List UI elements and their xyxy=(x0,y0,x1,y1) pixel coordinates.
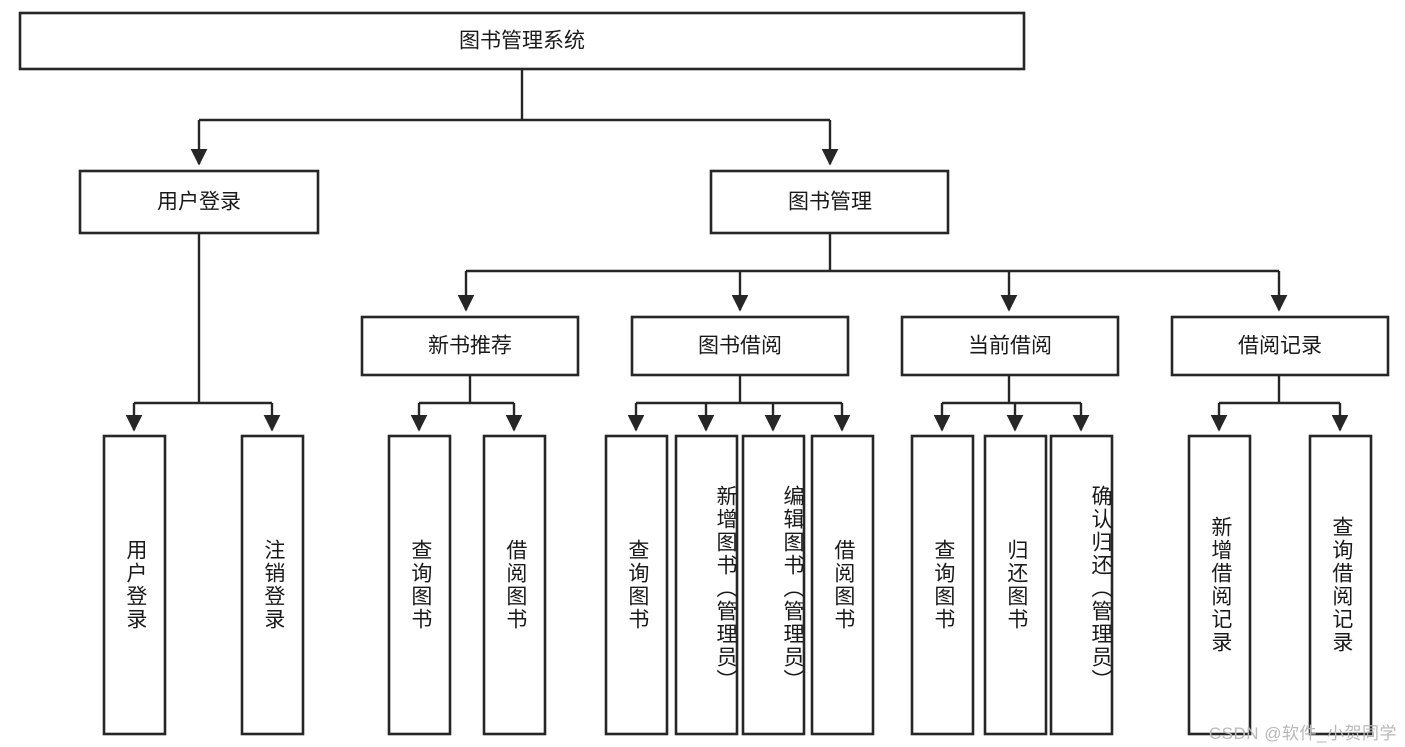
node-new-book-rec[interactable]: 新书推荐 xyxy=(360,315,580,377)
node-current-borrow[interactable]: 当前借阅 xyxy=(900,315,1120,377)
leaf-boxes xyxy=(102,434,1373,736)
node-leaf-query-record-box[interactable] xyxy=(1308,434,1373,736)
node-new-book-rec-box[interactable] xyxy=(360,315,580,377)
edges-current-borrow-to-leaves xyxy=(933,375,1090,432)
node-leaf-user-login-box[interactable] xyxy=(102,434,167,736)
node-user-login[interactable]: 用户登录 xyxy=(78,169,320,235)
node-leaf-confirm-return-box[interactable] xyxy=(1049,434,1114,736)
node-user-login-label: 用户登录 xyxy=(157,191,241,214)
node-leaf-add-record-box[interactable] xyxy=(1187,434,1252,736)
edges-book-borrow-to-leaves xyxy=(627,375,851,432)
edges-user-login-to-leaves xyxy=(125,233,281,432)
node-leaf-query-book-3-box[interactable] xyxy=(910,434,975,736)
node-leaf-borrow-book-2-box[interactable] xyxy=(810,434,875,736)
csdn-watermark: CSDN @软件_小贺同学 xyxy=(1208,724,1397,743)
node-book-borrow-box[interactable] xyxy=(630,315,850,377)
node-book-borrow[interactable]: 图书借阅 xyxy=(630,315,850,377)
node-borrow-record[interactable]: 借阅记录 xyxy=(1170,315,1390,377)
node-leaf-edit-book-box[interactable] xyxy=(741,434,806,736)
node-new-book-rec-label: 新书推荐 xyxy=(428,335,512,358)
node-user-login-box[interactable] xyxy=(78,169,320,235)
node-leaf-logout-box[interactable] xyxy=(240,434,305,736)
node-book-manage-box[interactable] xyxy=(709,169,950,235)
node-book-manage[interactable]: 图书管理 xyxy=(709,169,950,235)
node-borrow-record-box[interactable] xyxy=(1170,315,1390,377)
node-borrow-record-label: 借阅记录 xyxy=(1238,335,1322,358)
node-leaf-return-book-box[interactable] xyxy=(983,434,1048,736)
node-root-box[interactable] xyxy=(18,11,1026,71)
node-current-borrow-label: 当前借阅 xyxy=(968,335,1052,358)
node-leaf-add-book-box[interactable] xyxy=(674,434,739,736)
node-root[interactable]: 图书管理系统 xyxy=(18,11,1026,71)
node-book-manage-label: 图书管理 xyxy=(788,191,872,214)
edges-borrow-record-to-leaves xyxy=(1210,375,1349,432)
node-current-borrow-box[interactable] xyxy=(900,315,1120,377)
node-leaf-query-book-2-box[interactable] xyxy=(604,434,669,736)
node-leaf-query-book-1-box[interactable] xyxy=(387,434,452,736)
node-book-borrow-label: 图书借阅 xyxy=(698,335,782,358)
edges-root-to-level2 xyxy=(190,69,839,166)
node-root-label: 图书管理系统 xyxy=(459,30,585,53)
edges-book-manage-to-level3 xyxy=(457,233,1288,312)
edges-new-book-rec-to-leaves xyxy=(410,375,523,432)
node-leaf-borrow-book-1-box[interactable] xyxy=(482,434,547,736)
